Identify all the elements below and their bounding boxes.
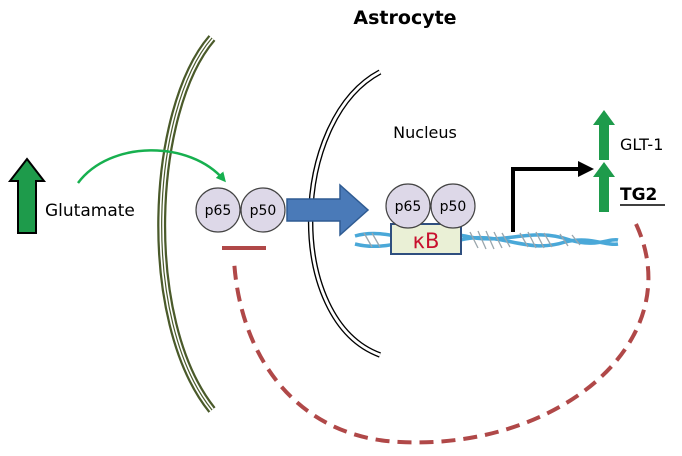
translocation-arrow — [286, 183, 370, 237]
tg2-inhibition-path — [232, 223, 651, 445]
kb-label: κB — [413, 229, 440, 253]
cell-membrane — [157, 35, 216, 413]
glutamate-signal-arrow — [76, 149, 226, 184]
cytoplasmic-nfkb-complex: p65 p50 — [195, 187, 286, 233]
p50-subunit-nuclear — [430, 183, 476, 229]
p50-label-nuclear: p50 — [440, 199, 467, 215]
p65-label-nuclear: p65 — [395, 199, 422, 215]
tg2-up-arrow — [593, 162, 615, 212]
p65-subunit-cyto — [195, 187, 241, 233]
kb-response-element — [390, 223, 462, 255]
p65-subunit-nuclear — [385, 183, 431, 229]
glt1-label: GLT-1 — [620, 135, 663, 154]
diagram-title: Astrocyte — [353, 7, 456, 29]
p65-label-cyto: p65 — [205, 203, 232, 219]
p50-label-cyto: p50 — [250, 203, 277, 219]
transcription-arrow — [511, 161, 594, 232]
p50-subunit-cyto — [240, 187, 286, 233]
glt1-up-arrow — [593, 110, 615, 160]
glutamate-up-arrow — [7, 157, 47, 234]
nucleus-label: Nucleus — [393, 123, 457, 142]
tg2-label: TG2 — [620, 185, 657, 205]
nuclear-nfkb-complex: p65 p50 — [385, 183, 476, 229]
glutamate-label: Glutamate — [45, 201, 135, 221]
